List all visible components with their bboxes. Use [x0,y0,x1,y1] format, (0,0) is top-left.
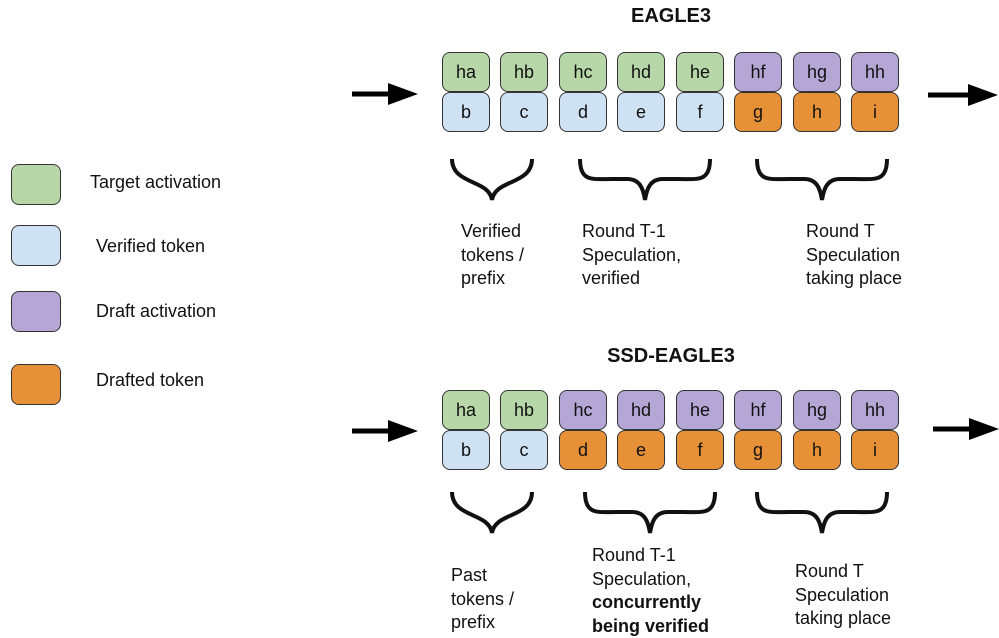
activation-cell-hb: hb [500,390,548,430]
activation-cell-ha: ha [442,390,490,430]
caption-line: concurrently [592,591,709,615]
activation-cell-he: he [676,52,724,92]
token-cell-d: d [559,430,607,470]
output-arrow-icon [933,418,999,440]
output-arrow-icon [928,84,999,106]
caption-line: Round T [795,560,891,584]
token-cell-f: f [676,430,724,470]
activation-cell-ha: ha [442,52,490,92]
brace-icon-prefix [449,490,535,535]
legend-swatch-drafted-token [11,364,61,405]
token-cell-e: e [617,430,665,470]
caption-line: Round T-1 [582,220,681,244]
activation-cell-hh: hh [851,52,899,92]
legend-swatch-verified-token [11,225,61,266]
activation-cell-hf: hf [734,390,782,430]
activation-cell-hf: hf [734,52,782,92]
activation-cell-hd: hd [617,52,665,92]
token-cell-b: b [442,430,490,470]
token-cell-b: b [442,92,490,132]
caption-line: being verified [592,615,709,638]
caption-line: Speculation, [592,568,709,592]
caption-line: Round T [806,220,902,244]
token-cell-h: h [793,92,841,132]
legend-label-draft-activation: Draft activation [96,301,216,322]
caption-line: verified [582,267,681,291]
token-cell-f: f [676,92,724,132]
token-cell-g: g [734,92,782,132]
brace-icon-round-t-minus-1 [582,490,718,535]
activation-cell-hc: hc [559,52,607,92]
caption-line: prefix [461,267,524,291]
caption-line: tokens / [461,244,524,268]
token-cell-d: d [559,92,607,132]
caption-line: Speculation [795,584,891,608]
activation-cell-hg: hg [793,52,841,92]
token-cell-c: c [500,430,548,470]
brace-icon-round-t [754,157,890,202]
activation-cell-he: he [676,390,724,430]
token-cell-c: c [500,92,548,132]
activation-cell-hh: hh [851,390,899,430]
token-cell-h: h [793,430,841,470]
caption-line: Past [451,564,514,588]
token-cell-i: i [851,92,899,132]
input-arrow-icon [352,83,422,105]
caption-line: taking place [795,607,891,631]
legend-label-verified-token: Verified token [96,236,205,257]
caption-line: Round T-1 [592,544,709,568]
caption-line: prefix [451,611,514,635]
token-cell-i: i [851,430,899,470]
token-cell-e: e [617,92,665,132]
legend-swatch-target-activation [11,164,61,205]
caption-line: Verified [461,220,524,244]
legend-label-drafted-token: Drafted token [96,370,204,391]
legend-swatch-draft-activation [11,291,61,332]
panel-title: SSD-EAGLE3 [551,345,791,368]
caption-line: taking place [806,267,902,291]
input-arrow-icon [352,420,422,442]
activation-cell-hb: hb [500,52,548,92]
brace-icon-round-t-minus-1 [577,157,713,202]
legend-label-target-activation: Target activation [90,172,221,193]
brace-icon-round-t [754,490,890,535]
caption-line: Speculation, [582,244,681,268]
caption-line: Speculation [806,244,902,268]
activation-cell-hc: hc [559,390,607,430]
activation-cell-hd: hd [617,390,665,430]
brace-icon-prefix [449,157,535,202]
panel-title: EAGLE3 [551,5,791,28]
caption-line: tokens / [451,588,514,612]
token-cell-g: g [734,430,782,470]
activation-cell-hg: hg [793,390,841,430]
